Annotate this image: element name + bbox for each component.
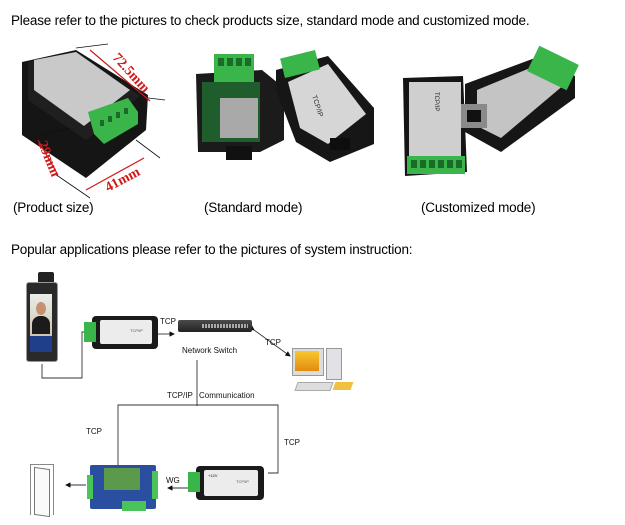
product-size-illustration: 72.5mm 29mm 41mm xyxy=(22,43,166,199)
customized-mode-photo: TCP/IP xyxy=(385,40,585,200)
door-icon xyxy=(30,464,56,518)
label-tcp-converter-switch: TCP xyxy=(160,317,176,326)
converter-bottom-label: TCP/IP xyxy=(236,479,249,484)
caption-customized-mode: (Customized mode) xyxy=(421,200,536,215)
label-tcp-right: TCP xyxy=(284,438,300,447)
label-wg: WG xyxy=(166,476,180,485)
caption-product-size: (Product size) xyxy=(13,200,94,215)
converter-top-icon: TCP/IP xyxy=(84,316,158,349)
label-tcp-left: TCP xyxy=(86,427,102,436)
access-controller-icon xyxy=(87,465,158,511)
label-communication-left: TCP/IP xyxy=(167,391,193,400)
standard-mode-photo: TCP/IP xyxy=(180,40,380,200)
caption-standard-mode: (Standard mode) xyxy=(204,200,303,215)
converter-bottom-pins: +12V xyxy=(208,473,218,478)
label-communication-right: Communication xyxy=(199,391,255,400)
applications-text: Popular applications please refer to the… xyxy=(11,242,413,257)
network-switch-icon xyxy=(178,320,252,332)
face-terminal-icon xyxy=(22,272,60,362)
customized-device-label: TCP/IP xyxy=(433,92,439,111)
standard-mode-illustration: TCP/IP xyxy=(196,49,374,162)
converter-bottom-icon: +12V TCP/IP xyxy=(188,466,264,500)
label-tcp-switch-pc: TCP xyxy=(265,338,281,347)
computer-icon xyxy=(292,348,356,398)
network-switch-label: Network Switch xyxy=(182,346,238,355)
system-diagram: TCP/IP Network Switch +12V TCP/IP TCP TC… xyxy=(0,260,625,525)
customized-mode-illustration: TCP/IP xyxy=(403,45,579,176)
converter-top-label: TCP/IP xyxy=(130,328,143,333)
product-size-photo: 72.5mm 29mm 41mm xyxy=(0,40,180,200)
intro-text: Please refer to the pictures to check pr… xyxy=(11,13,530,28)
